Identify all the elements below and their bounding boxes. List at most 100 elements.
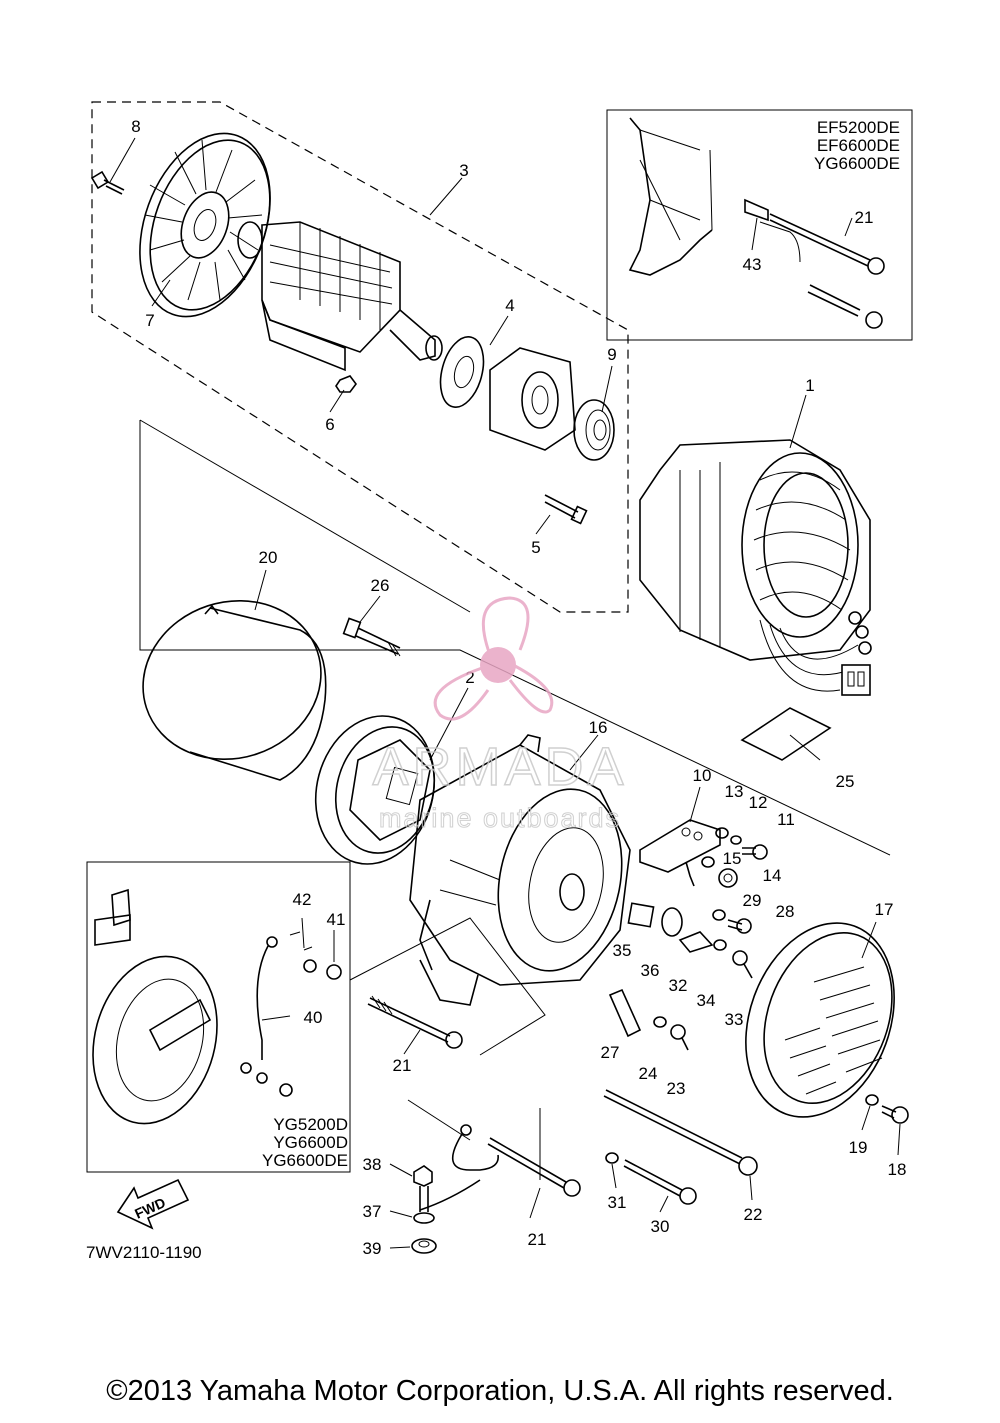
label-part-6: 6 (325, 415, 334, 434)
nut-part-6 (335, 375, 357, 393)
bearing-part-9 (573, 399, 615, 461)
label-part-33: 33 (725, 1010, 744, 1029)
label-part-9: 9 (607, 345, 616, 364)
label-part-27: 27 (601, 1043, 620, 1062)
svg-text:EF6600DE: EF6600DE (817, 136, 900, 155)
leader-lines (109, 137, 901, 1249)
washer-part-13 (715, 827, 729, 839)
label-part-43: 43 (743, 255, 762, 274)
label-part-20: 20 (259, 548, 278, 567)
label-part-39: 39 (363, 1239, 382, 1258)
label-part-17: 17 (875, 900, 894, 919)
svg-text:YG6600DE: YG6600DE (814, 154, 900, 173)
label-part-13: 13 (725, 782, 744, 801)
screw-part-33 (732, 950, 753, 979)
armada-watermark: ARMADA marine outboards (372, 596, 627, 834)
label-part-10: 10 (693, 766, 712, 785)
label-part-28: 28 (776, 902, 795, 921)
bolt-part-21 (367, 995, 463, 1049)
label-part-14: 14 (763, 866, 782, 885)
washer-part-12 (730, 835, 742, 845)
assembly-3-outline (91, 101, 629, 613)
ring-part-4 (439, 336, 485, 408)
stator-part-1 (639, 439, 871, 692)
assembly-1-outline (139, 420, 891, 856)
svg-text:YG6600D: YG6600D (273, 1133, 348, 1152)
end-frame-part-2 (314, 715, 436, 865)
inset-top-right-models: EF5200DE EF6600DE YG6600DE (814, 118, 900, 173)
washer-part-31 (605, 1152, 619, 1164)
washer-part-19 (865, 1094, 879, 1106)
label-part-36: 36 (641, 961, 660, 980)
bolt-part-26 (342, 617, 401, 657)
label-part-7: 7 (145, 311, 154, 330)
label-part-21-bottom: 21 (528, 1230, 547, 1249)
fwd-arrow (116, 1178, 190, 1230)
label-part-4: 4 (505, 296, 514, 315)
cover-band-part-20 (142, 599, 327, 781)
screw-part-11 (742, 844, 768, 860)
label-part-35: 35 (613, 941, 632, 960)
part-number-labels: 8 7 3 4 6 9 5 1 20 26 2 16 25 10 13 12 1… (131, 117, 906, 1258)
inset-bottom-left-drawing (92, 888, 342, 1125)
screw-part-28 (727, 918, 752, 934)
label-part-15: 15 (723, 849, 742, 868)
svg-text:YG5200D: YG5200D (273, 1115, 348, 1134)
label-part-1: 1 (805, 376, 814, 395)
pad-part-25 (740, 707, 832, 761)
label-part-37: 37 (363, 1202, 382, 1221)
label-part-22: 22 (744, 1205, 763, 1224)
screw-part-23 (670, 1024, 689, 1051)
washer-part-29 (712, 909, 726, 921)
bolt-part-38 (413, 1165, 433, 1212)
inset-bottom-left (86, 861, 351, 1173)
label-part-21-mid: 21 (393, 1056, 412, 1075)
clip-part-32 (678, 931, 714, 953)
svg-text:EF5200DE: EF5200DE (817, 118, 900, 137)
diagram-code: 7WV2110-1190 (86, 1243, 202, 1262)
bracket-exciter (489, 347, 576, 451)
label-part-26: 26 (371, 576, 390, 595)
label-part-12: 12 (749, 793, 768, 812)
label-part-21-top: 21 (855, 208, 874, 227)
bolt-part-21-lower (487, 1137, 581, 1197)
label-part-34: 34 (697, 991, 716, 1010)
label-part-24: 24 (639, 1064, 658, 1083)
label-part-42: 42 (293, 890, 312, 909)
label-part-31: 31 (608, 1193, 627, 1212)
label-part-32: 32 (669, 976, 688, 995)
label-part-16: 16 (589, 718, 608, 737)
inset-top-right-drawing (628, 117, 885, 329)
propeller-logo (433, 596, 554, 721)
brush-holder-part-10 (639, 819, 721, 873)
label-part-40: 40 (304, 1008, 323, 1027)
label-part-23: 23 (667, 1079, 686, 1098)
label-part-18: 18 (888, 1160, 907, 1179)
label-part-30: 30 (651, 1217, 670, 1236)
label-part-25: 25 (836, 772, 855, 791)
bracket-part-27 (608, 988, 642, 1038)
ground-wire (419, 1124, 499, 1211)
bolt-part-5 (544, 494, 588, 525)
bolt-part-18 (881, 1105, 909, 1124)
svg-text:YG6600DE: YG6600DE (262, 1151, 348, 1170)
label-part-2: 2 (465, 668, 474, 687)
label-part-11: 11 (777, 810, 795, 829)
inset-bottom-left-models: YG5200D YG6600D YG6600DE (262, 1115, 348, 1170)
rotor-part-3 (237, 221, 443, 372)
washer-part-37 (413, 1212, 435, 1224)
label-part-29: 29 (743, 891, 762, 910)
label-part-8: 8 (131, 117, 140, 136)
label-part-41: 41 (327, 910, 346, 929)
label-part-38: 38 (363, 1155, 382, 1174)
copyright-notice: ©2013 Yamaha Motor Corporation, U.S.A. A… (106, 1375, 894, 1407)
spring-part-15 (685, 856, 715, 887)
watermark-brand: ARMADA (372, 737, 627, 797)
bolt-part-30 (623, 1159, 697, 1205)
bolt-part-22 (603, 1089, 758, 1176)
nut-part-14 (718, 868, 738, 888)
washer-part-34 (713, 939, 727, 951)
nut-part-39 (411, 1238, 437, 1254)
watermark-tagline: marine outboards (379, 803, 621, 833)
